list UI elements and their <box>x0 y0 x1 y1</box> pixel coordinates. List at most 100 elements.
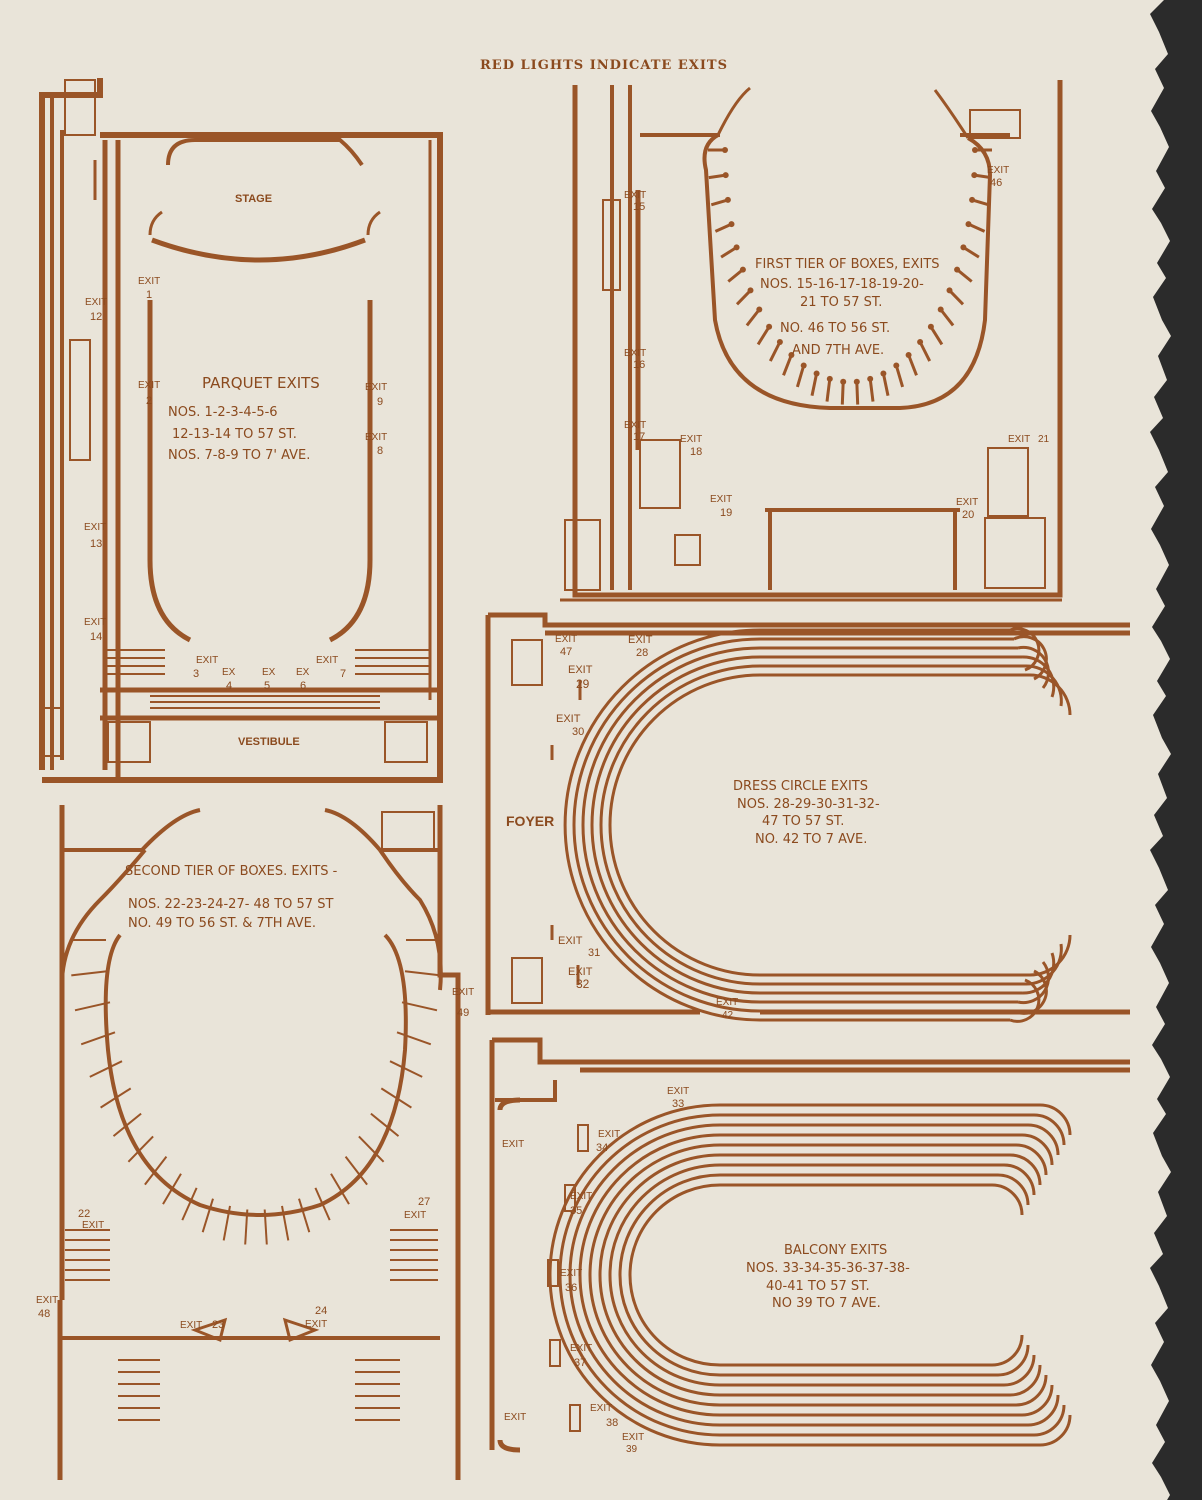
dress-circle-plan: FOYER DRESS CIRCLE EXITS NOS. 28-29-30-3… <box>485 612 1130 1023</box>
box-partition <box>881 373 890 397</box>
box-partition <box>74 1001 111 1012</box>
dress-circle-caption-line: 47 TO 57 ST. <box>762 814 844 829</box>
balcony-caption-line: 40-41 TO 57 ST. <box>766 1279 870 1294</box>
box-partition <box>244 1209 249 1245</box>
exit-label: EX <box>296 667 310 678</box>
exit-number: 17 <box>633 431 645 443</box>
box-seat-dot <box>972 147 978 153</box>
box-partition <box>825 378 832 402</box>
box-partition <box>330 1173 350 1205</box>
exit-number: 7 <box>340 668 346 680</box>
box-partition <box>314 1187 331 1221</box>
box-seat-dot <box>927 323 934 330</box>
box-partition <box>358 1135 385 1163</box>
box-partition <box>727 268 744 283</box>
exit-label: EXIT <box>84 522 106 533</box>
box-partition <box>948 289 965 306</box>
exit-label: EX <box>222 667 236 678</box>
parquet-caption-line: NOS. 7-8-9 TO 7' AVE. <box>168 448 310 463</box>
torn-page-edge <box>1150 0 1202 1500</box>
box-partition <box>80 1031 116 1046</box>
box-partition <box>720 246 738 259</box>
exit-number: 5 <box>264 680 270 692</box>
exit-label: EXIT <box>568 664 593 676</box>
exit-number: 22 <box>78 1208 90 1220</box>
seating-row-end <box>1013 635 1048 681</box>
second-tier-plan: SECOND TIER OF BOXES. EXITS - NOS. 22-23… <box>36 805 474 1480</box>
exit-label: EXIT <box>138 276 160 287</box>
exit-number: 14 <box>90 631 102 643</box>
box-partition <box>907 354 918 376</box>
exit-number: 46 <box>990 177 1002 189</box>
dress-circle-caption-line: NOS. 28-29-30-31-32- <box>737 797 880 812</box>
exit-number: 31 <box>588 947 600 959</box>
exit-label: EX <box>262 667 276 678</box>
box-partition <box>404 970 441 977</box>
box-partition <box>918 341 932 362</box>
exit-number: 30 <box>572 726 584 738</box>
seating-row <box>588 1143 1016 1407</box>
exit-label: EXIT <box>680 434 702 445</box>
box-partition <box>127 1135 154 1163</box>
exit-label: EXIT <box>570 1343 592 1354</box>
second-tier-caption-title: SECOND TIER OF BOXES. EXITS - <box>125 864 338 879</box>
exit-label: EXIT <box>667 1086 689 1097</box>
seating-row-end <box>1013 969 1048 1015</box>
seating-row-end <box>991 1183 1024 1216</box>
exit-number: 49 <box>457 1007 469 1019</box>
seating-row <box>590 655 1022 995</box>
balcony-box <box>564 1184 576 1212</box>
box-seat-dot <box>724 196 731 203</box>
box-partition <box>181 1187 198 1221</box>
exit-number: 42 <box>722 1010 734 1021</box>
box-seat-dot <box>853 378 860 385</box>
exit-number: 28 <box>636 647 648 659</box>
box-seat-dot <box>917 339 924 345</box>
exit-label: EXIT <box>568 966 593 978</box>
box-partition <box>344 1155 368 1186</box>
exit-number: 27 <box>418 1196 430 1208</box>
box-seat-dot <box>946 287 953 294</box>
balcony-caption-line: NO 39 TO 7 AVE. <box>772 1296 881 1311</box>
exit-label: EXIT <box>365 432 387 443</box>
foyer-label: FOYER <box>506 813 554 829</box>
box-partition <box>370 1112 400 1137</box>
seating-row <box>568 1123 1028 1427</box>
exit-number: 8 <box>377 445 383 457</box>
seating-row-end <box>997 1173 1030 1206</box>
exit-label: EXIT <box>404 1210 426 1221</box>
box-seat-dot <box>960 244 967 251</box>
seating-row-end <box>1039 1103 1072 1136</box>
exit-label: EXIT <box>558 935 583 947</box>
seating-row <box>599 664 1026 986</box>
exit-number: 35 <box>570 1205 582 1217</box>
exit-label: EXIT <box>624 348 646 359</box>
parquet-caption-line: NOS. 1-2-3-4-5-6 <box>168 405 278 420</box>
box-partitions <box>70 939 442 1245</box>
vestibule-label: VESTIBULE <box>238 736 300 748</box>
exit-label: EXIT <box>305 1319 327 1330</box>
parquet-plan: STAGE VESTIBULE PARQUET EXITS NOS. 1-2-3… <box>39 78 443 783</box>
exit-number: 13 <box>90 538 102 550</box>
box-partition <box>868 378 875 402</box>
first-tier-caption-title: FIRST TIER OF BOXES, EXITS <box>755 257 940 272</box>
exit-label: EXIT <box>628 634 653 646</box>
seating-row <box>578 1133 1022 1417</box>
box-seat-dot <box>788 352 795 358</box>
box-partition <box>144 1155 168 1186</box>
box-partition <box>401 1001 438 1012</box>
exit-number: 24 <box>315 1305 327 1317</box>
exit-number: 2 <box>146 395 152 407</box>
seating-row-end <box>1015 1374 1048 1407</box>
balcony-box <box>549 1339 561 1367</box>
balcony-plan: BALCONY EXITS NOS. 33-34-35-36-37-38- 40… <box>489 1037 1130 1455</box>
box-partition <box>840 381 845 405</box>
seating-row-end <box>1021 1384 1054 1417</box>
box-seat-dot <box>867 375 874 382</box>
balcony-box <box>577 1124 589 1152</box>
box-seat-dot <box>840 378 847 385</box>
seating-row <box>608 673 1030 977</box>
box-partition <box>298 1198 311 1233</box>
